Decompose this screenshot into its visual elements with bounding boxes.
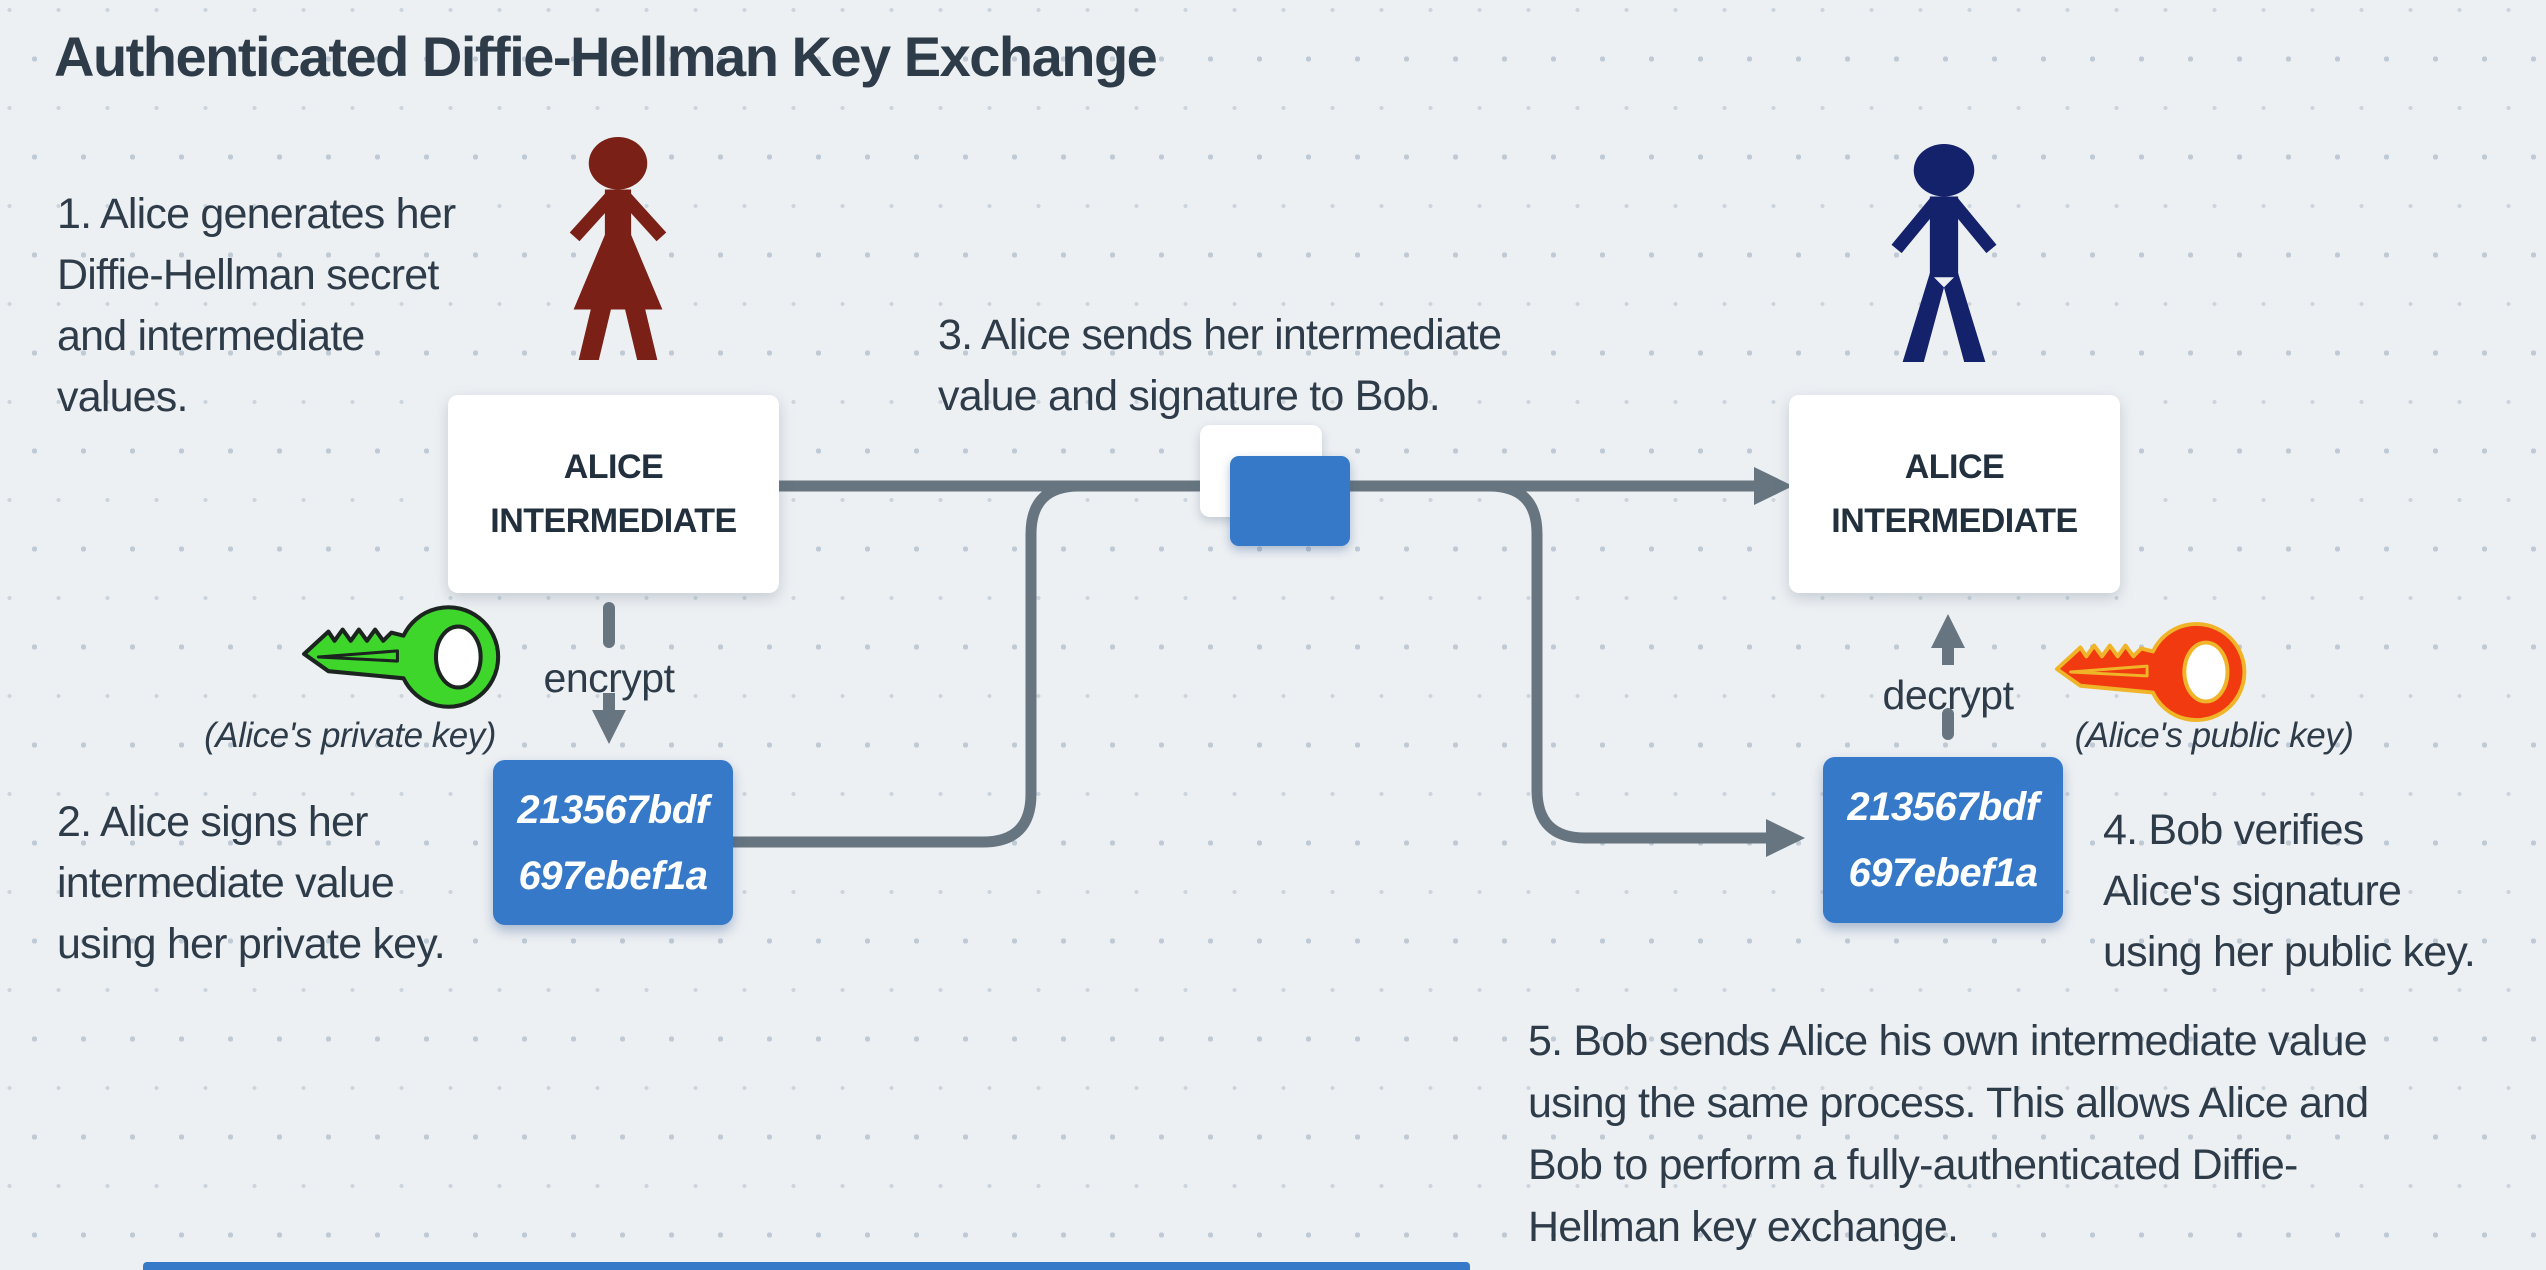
step-4-text: 4. Bob verifies Alice's signature using … bbox=[2103, 806, 2476, 976]
bottom-cropped-panel bbox=[143, 1262, 1470, 1270]
step-3-text: 3. Alice sends her intermediate value an… bbox=[938, 311, 1502, 420]
step-1-text: 1. Alice generates her Diffie-Hellman se… bbox=[57, 190, 456, 421]
alice-to-bob-arrowhead bbox=[1754, 467, 1793, 505]
alice-figure-icon bbox=[569, 137, 667, 360]
bob-figure-icon bbox=[1891, 144, 1997, 362]
encrypt-dash bbox=[603, 602, 615, 648]
signature-hash-line1: 213567bdf bbox=[1847, 785, 2039, 829]
alice-intermediate-box-left: ALICE INTERMEDIATE bbox=[448, 395, 779, 593]
signed-value-box-left: 213567bdf 697ebef1a bbox=[493, 760, 733, 925]
encrypt-arrow-stem bbox=[603, 693, 615, 711]
decrypt-dash bbox=[1942, 708, 1954, 740]
signed-value-up-line bbox=[733, 480, 1210, 848]
decrypt-arrow-stem bbox=[1942, 647, 1954, 665]
alice-intermediate-box-right: ALICE INTERMEDIATE bbox=[1789, 395, 2120, 593]
signature-hash-line1: 213567bdf bbox=[517, 787, 709, 832]
decrypt-arrow-icon bbox=[1931, 614, 1965, 648]
blue-signature-chip bbox=[1230, 456, 1350, 546]
public-key-caption: (Alice's public key) bbox=[2074, 716, 2354, 755]
signature-down-arrowhead bbox=[1766, 819, 1805, 857]
encrypt-arrow-icon bbox=[592, 710, 626, 744]
page-title: Authenticated Diffie-Hellman Key Exchang… bbox=[54, 25, 1158, 88]
step-5-text: 5. Bob sends Alice his own intermediate … bbox=[1528, 1017, 2369, 1251]
private-key-icon bbox=[302, 605, 501, 709]
step-2-text: 2. Alice signs her intermediate value us… bbox=[57, 798, 446, 968]
signature-hash-line2: 697ebef1a bbox=[1848, 851, 2038, 895]
signature-hash-line2: 697ebef1a bbox=[518, 853, 708, 898]
alice-intermediate-label-right: ALICE INTERMEDIATE bbox=[1831, 448, 2078, 540]
signature-down-line bbox=[1450, 480, 1768, 844]
private-key-caption: (Alice's private key) bbox=[204, 716, 496, 755]
public-key-icon bbox=[2054, 622, 2247, 722]
alice-intermediate-label-left: ALICE INTERMEDIATE bbox=[490, 448, 737, 540]
signed-value-box-right: 213567bdf 697ebef1a bbox=[1823, 757, 2063, 923]
